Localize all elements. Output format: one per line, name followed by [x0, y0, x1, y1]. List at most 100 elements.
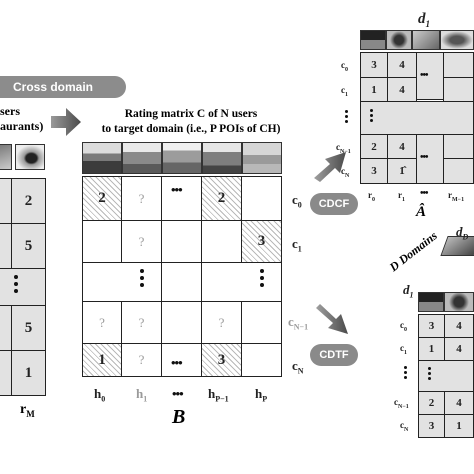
- row-label: c0: [400, 320, 407, 333]
- matrix-cell-unknown: ?: [121, 220, 162, 263]
- matrix-cell-rated: 1: [82, 343, 122, 377]
- matrix-cell: [161, 343, 202, 377]
- matrix-cell: 1̂: [387, 158, 417, 184]
- matrix-cell: 1: [444, 414, 474, 438]
- row-label: c1: [400, 343, 407, 356]
- ellipsis-icon: •••: [420, 152, 428, 163]
- diagonal-arrow-icon: [316, 304, 348, 334]
- matrix-cell: 5: [11, 305, 46, 351]
- matrix-cell: 2: [360, 134, 388, 159]
- cell-value: 5: [24, 319, 33, 336]
- matrix-cell: 3: [418, 314, 445, 338]
- row-label: cN: [341, 166, 350, 179]
- matrix-cell: [241, 301, 282, 344]
- matrix-cell-unknown: ?: [121, 176, 162, 221]
- matrix-cell: 5: [11, 223, 46, 269]
- matrix-cell: [418, 360, 474, 392]
- row-label: cN: [292, 358, 304, 376]
- matrix-cell: 2: [11, 178, 46, 224]
- matrix-cell: [360, 101, 474, 135]
- poi-thumbnail-icon: [122, 142, 162, 174]
- matrix-cell: 3: [360, 158, 388, 184]
- matrix-cell: [241, 343, 282, 377]
- matrix-cell: [82, 220, 122, 263]
- matrix-cell-rated: 3: [201, 343, 242, 377]
- matrix-cell: [161, 301, 202, 344]
- poi-thumbnail-icon: [82, 142, 122, 174]
- ellipsis-icon: •••: [420, 188, 428, 199]
- row-label: cN−1: [336, 142, 351, 155]
- vertical-ellipsis-icon: [428, 367, 431, 380]
- matrix-cell: [201, 262, 282, 302]
- col-label: r0: [368, 190, 375, 203]
- poi-thumbnail-icon: [202, 142, 242, 174]
- vertical-ellipsis-icon: [14, 275, 18, 293]
- cdtf-button-label: CDTF: [319, 349, 349, 361]
- cell-value: 1: [24, 364, 33, 381]
- food-thumbnail-icon: [360, 30, 386, 50]
- food-thumbnail-icon: [440, 30, 474, 50]
- poi-thumbnail-icon: [242, 142, 282, 174]
- cdcf-button-label: CDCF: [318, 198, 350, 210]
- matrix-cell-rated: 3: [241, 220, 282, 263]
- matrix-cell: 3: [360, 52, 388, 78]
- cross-domain-label: Cross domain: [0, 76, 126, 98]
- matrix-cell: [443, 77, 474, 102]
- col-label: r1: [398, 190, 405, 203]
- ellipsis-icon: •••: [420, 70, 428, 81]
- matrix-cell: 4: [444, 337, 474, 361]
- left-col-label: rM: [20, 402, 35, 419]
- matrix-cell: 4: [444, 391, 474, 415]
- poi-thumbnail-icon: [162, 142, 202, 174]
- matrix-cell: [82, 262, 162, 302]
- vertical-ellipsis-icon: [140, 269, 144, 287]
- row-label: cN−1: [288, 314, 309, 332]
- matrix-cell: 4: [387, 52, 417, 78]
- row-label: c1: [292, 236, 302, 254]
- center-title-line2: to target domain (i.e., P POIs of CH): [101, 123, 281, 135]
- ellipsis-icon: •••: [171, 355, 183, 370]
- food-thumbnail-icon: [0, 144, 12, 170]
- d-domains-label: D Domains: [386, 228, 440, 275]
- matrix-cell-rated: 2: [201, 176, 242, 221]
- cell-value: 2: [24, 192, 33, 209]
- row-label: cN: [400, 420, 409, 433]
- left-matrix-title-1: sers: [0, 104, 20, 118]
- domain-label-last: dD: [456, 224, 469, 242]
- vertical-ellipsis-icon: [260, 269, 264, 287]
- matrix-cell-unknown: ?: [82, 301, 122, 344]
- ellipsis-icon: •••: [172, 386, 184, 401]
- row-label: c0: [292, 192, 302, 210]
- cdtf-button[interactable]: CDTF: [310, 344, 358, 366]
- domain-label: d1: [418, 11, 430, 29]
- ellipsis-icon: •••: [171, 182, 183, 197]
- col-label: h1: [136, 386, 148, 404]
- matrix-cell: [443, 158, 474, 184]
- matrix-cell: 1: [11, 350, 46, 396]
- food-thumbnail-icon: [418, 292, 444, 312]
- col-label: rM−1: [448, 190, 465, 203]
- row-label: c1: [341, 85, 348, 98]
- domain-label-first: d1: [403, 282, 414, 300]
- row-label: cN−1: [394, 397, 409, 410]
- matrix-cell: 2: [418, 391, 445, 415]
- cdcf-button[interactable]: CDCF: [310, 193, 358, 215]
- matrix-cell-rated: 2: [82, 176, 122, 221]
- food-thumbnail-icon: [412, 30, 440, 50]
- matrix-cell-unknown: ?: [201, 301, 242, 344]
- diagonal-arrow-icon: [314, 152, 346, 182]
- matrix-cell: [201, 220, 242, 263]
- food-thumbnail-icon: [386, 30, 412, 50]
- matrix-cell: 4: [387, 134, 417, 159]
- food-thumbnail-icon: [444, 292, 474, 312]
- matrix-cell: [443, 52, 474, 78]
- matrix-cell: 1: [360, 77, 388, 102]
- cross-domain-text: Cross domain: [12, 80, 93, 94]
- col-label: hP: [255, 386, 268, 404]
- matrix-cell: 1: [418, 337, 445, 361]
- matrix-cell: [416, 52, 444, 100]
- matrix-cell: 4: [444, 314, 474, 338]
- matrix-cell: [443, 134, 474, 159]
- matrix-b-label: B: [172, 406, 186, 428]
- vertical-ellipsis-icon: [370, 109, 373, 122]
